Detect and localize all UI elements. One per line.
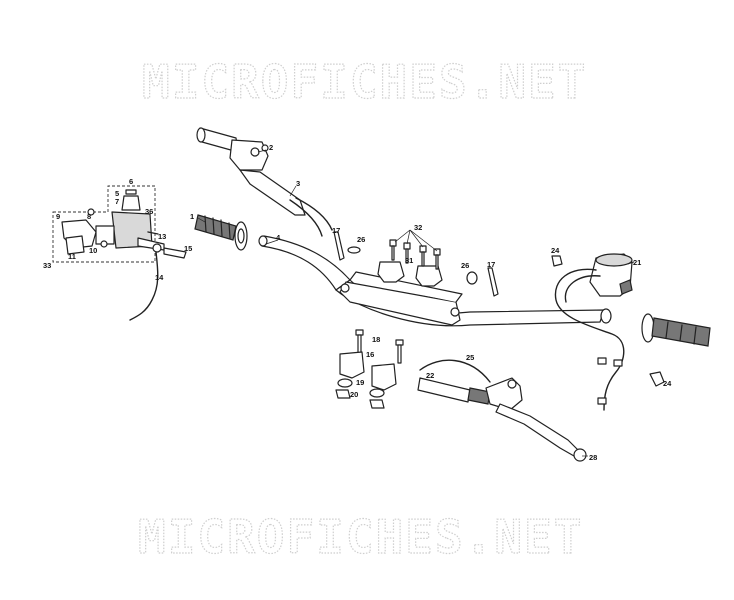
- throttle-tube-assembly: [196, 127, 333, 237]
- label-11: 11: [68, 252, 76, 261]
- right-grip: [641, 313, 711, 347]
- label-26a: 26: [357, 235, 365, 244]
- label-24a: 24: [551, 246, 560, 255]
- right-switch-housing: [554, 253, 633, 411]
- label-36: 36: [145, 207, 153, 216]
- left-control-subassembly: [52, 185, 187, 321]
- label-24b: 24: [663, 379, 672, 388]
- label-33: 33: [43, 261, 51, 270]
- label-21: 21: [633, 258, 641, 267]
- label-1: 1: [190, 212, 194, 221]
- label-16: 16: [366, 350, 374, 359]
- wire-clips: [551, 255, 665, 387]
- label-20: 20: [350, 390, 358, 399]
- label-22: 22: [426, 371, 434, 380]
- label-4: 4: [276, 233, 281, 242]
- label-6: 6: [129, 177, 133, 186]
- watermark-top: MICROFICHES.NET: [142, 55, 587, 109]
- handlebar: [258, 235, 612, 327]
- label-28: 28: [589, 453, 597, 462]
- part-labels: 1 2 3 4 5 6 7 8 9 10 11 13 14 15 16 17 1…: [43, 143, 672, 462]
- clips-and-rings: [333, 231, 499, 297]
- label-26b: 26: [461, 261, 469, 270]
- left-grip: [194, 214, 248, 251]
- label-17b: 17: [487, 260, 495, 269]
- lower-clamps: [335, 329, 404, 409]
- label-18: 18: [372, 335, 380, 344]
- label-13: 13: [158, 232, 166, 241]
- label-19: 19: [356, 378, 364, 387]
- clamp-bolts: [389, 239, 441, 270]
- upper-clamps: [377, 239, 443, 287]
- label-14: 14: [155, 273, 164, 282]
- label-9: 9: [56, 212, 60, 221]
- label-25: 25: [466, 353, 474, 362]
- watermark-bottom: MICROFICHES.NET: [138, 510, 583, 564]
- label-3: 3: [296, 179, 300, 188]
- label-2: 2: [269, 143, 273, 152]
- label-17a: 17: [332, 226, 340, 235]
- label-8: 8: [87, 212, 91, 221]
- label-7: 7: [115, 197, 119, 206]
- label-10: 10: [89, 246, 97, 255]
- leader-lines: [126, 149, 635, 457]
- right-brake-assembly: [417, 359, 587, 462]
- label-15: 15: [184, 244, 192, 253]
- label-5: 5: [115, 189, 119, 198]
- label-31: 31: [405, 256, 413, 265]
- label-32: 32: [414, 223, 422, 232]
